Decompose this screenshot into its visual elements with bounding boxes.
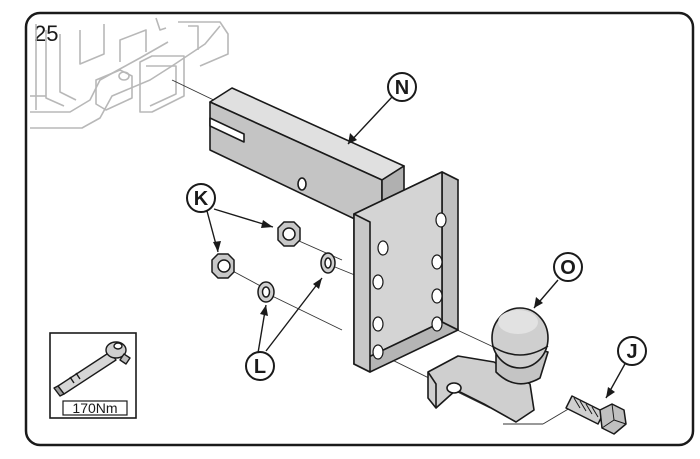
torque-value: 170Nm bbox=[72, 400, 117, 416]
vehicle-chassis bbox=[30, 17, 229, 129]
callout-j: J bbox=[617, 336, 647, 366]
callout-n: N bbox=[387, 72, 417, 102]
mounting-plate bbox=[353, 171, 459, 373]
callout-o: O bbox=[553, 252, 583, 282]
nut-lower bbox=[211, 253, 235, 279]
washer-lower bbox=[257, 281, 275, 303]
callout-j-label: J bbox=[626, 341, 637, 363]
tow-bar bbox=[209, 87, 405, 233]
tow-ball bbox=[427, 307, 549, 423]
torque-value-box bbox=[62, 400, 128, 416]
bolt bbox=[565, 395, 627, 435]
callout-k: K bbox=[186, 183, 216, 213]
callout-n-label: N bbox=[395, 77, 409, 99]
callout-arrowheads bbox=[213, 133, 615, 398]
callout-l: L bbox=[245, 351, 275, 381]
nut-upper bbox=[277, 221, 301, 247]
torque-wrench-icon bbox=[53, 341, 131, 397]
callout-o-label: O bbox=[560, 257, 576, 279]
callout-k-label: K bbox=[194, 188, 209, 210]
washer-upper bbox=[320, 252, 336, 274]
callout-l-label: L bbox=[254, 356, 266, 378]
torque-inset: 170Nm bbox=[49, 332, 137, 419]
